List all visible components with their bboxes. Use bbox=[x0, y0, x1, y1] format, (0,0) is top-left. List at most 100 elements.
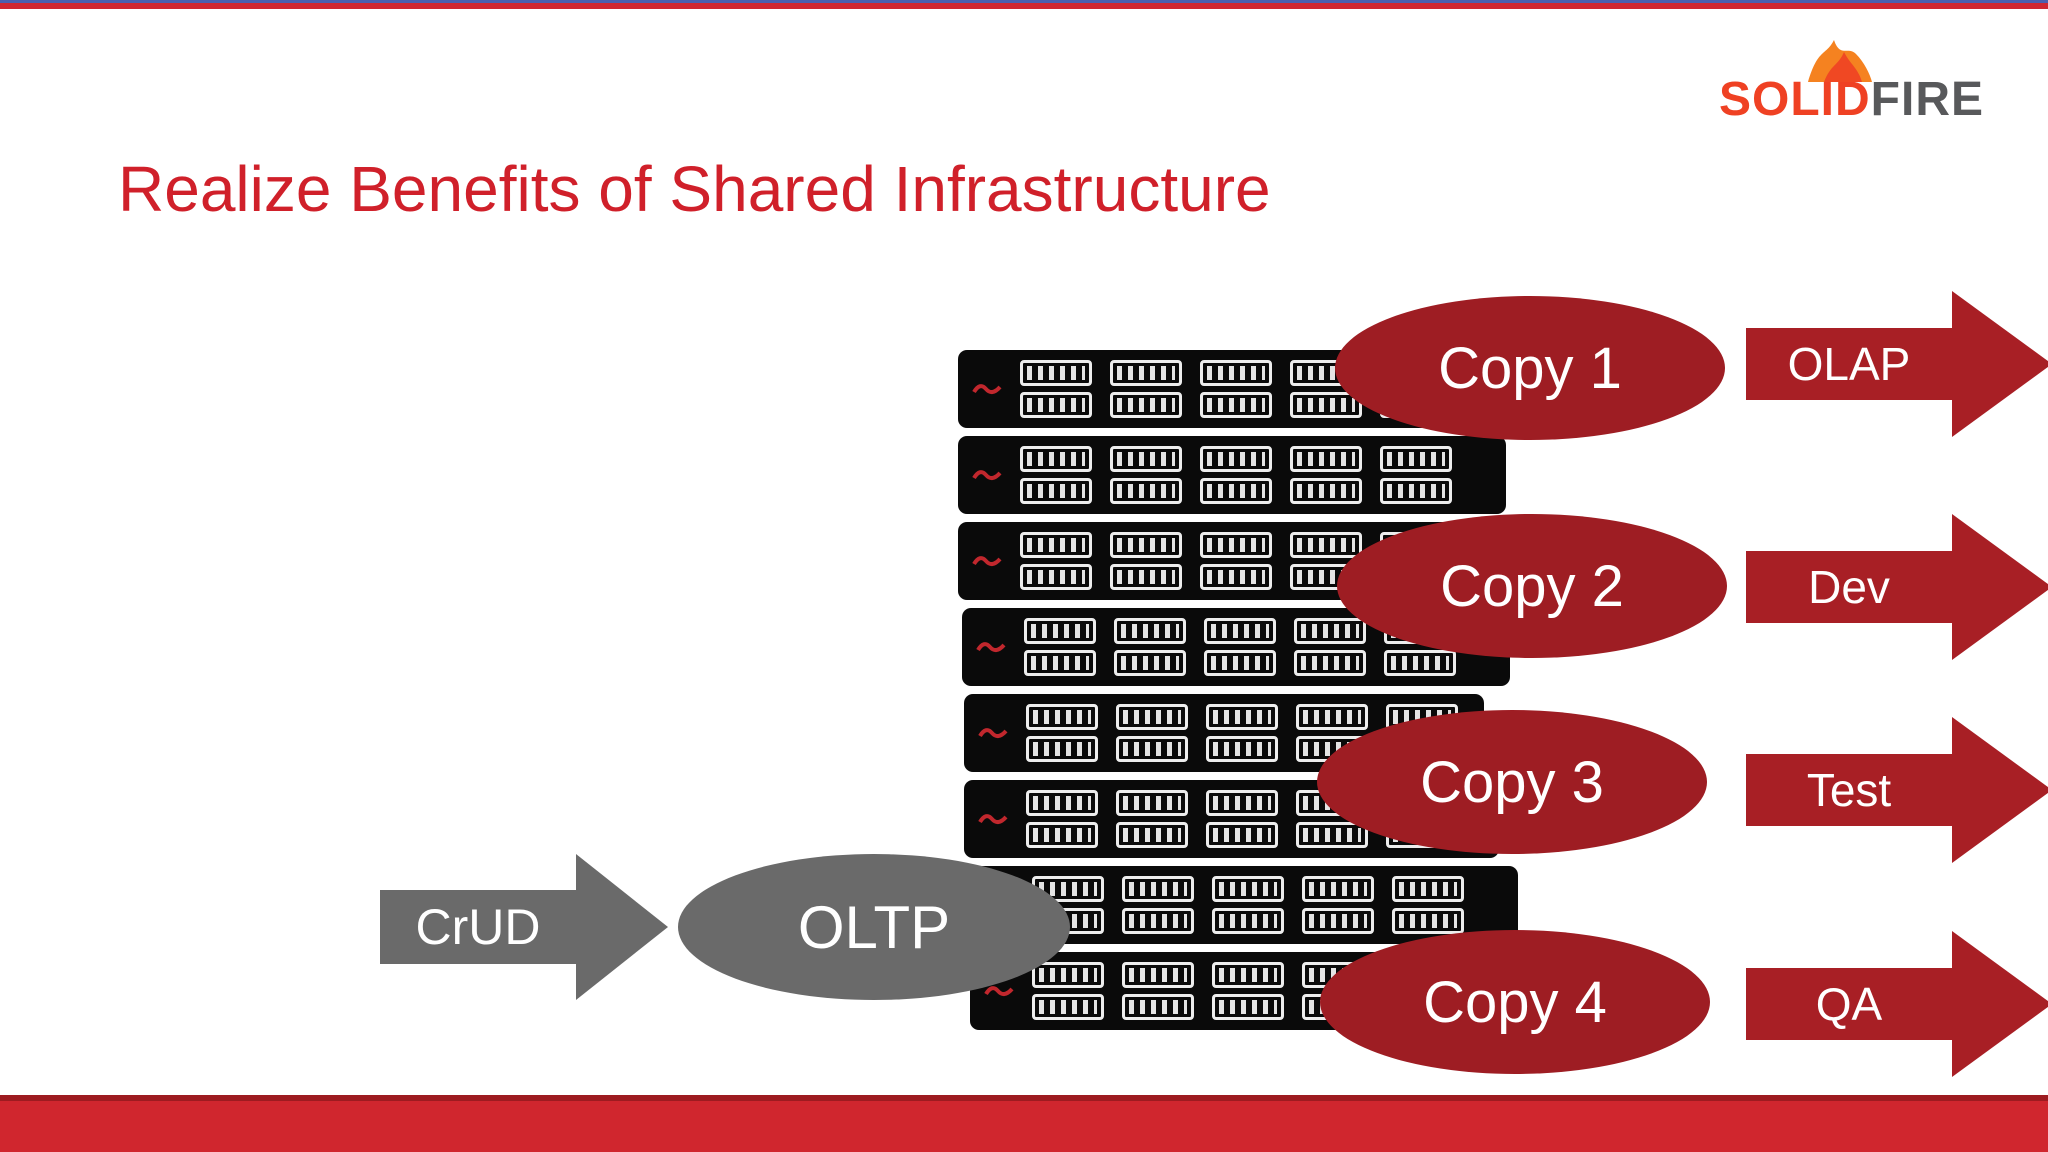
drive-slats bbox=[1033, 796, 1091, 810]
drive-slats bbox=[1039, 1000, 1097, 1014]
drive-slats bbox=[1033, 828, 1091, 842]
drive-slats bbox=[1213, 828, 1271, 842]
drive-bay-icon bbox=[1380, 478, 1452, 504]
drive-slats bbox=[1123, 742, 1181, 756]
drive-bay-icon bbox=[1384, 650, 1456, 676]
oltp-ellipse: OLTP bbox=[678, 854, 1070, 1000]
solidfire-wave-icon bbox=[976, 642, 1006, 652]
drive-bay-icon bbox=[1296, 704, 1368, 730]
drive-slats bbox=[1031, 624, 1089, 638]
drive-slats bbox=[1301, 656, 1359, 670]
drive-bay-icon bbox=[1032, 994, 1104, 1020]
test-arrow: Test bbox=[1746, 754, 1952, 826]
drive-bay-icon bbox=[1206, 790, 1278, 816]
drive-slats bbox=[1121, 624, 1179, 638]
drive-slats bbox=[1031, 656, 1089, 670]
copy-1-label: Copy 1 bbox=[1438, 335, 1622, 401]
drive-bay-icon bbox=[1392, 908, 1464, 934]
drive-slats bbox=[1027, 538, 1085, 552]
drive-bay-icon bbox=[1020, 564, 1092, 590]
olap-arrow-label: OLAP bbox=[1787, 338, 1911, 390]
drive-bay-icon bbox=[1020, 532, 1092, 558]
drive-slats bbox=[1303, 828, 1361, 842]
drive-slats bbox=[1129, 914, 1187, 928]
drive-slats bbox=[1027, 484, 1085, 498]
drive-bay-icon bbox=[1302, 908, 1374, 934]
copy-2-label: Copy 2 bbox=[1440, 553, 1624, 619]
drive-bay-icon bbox=[1200, 392, 1272, 418]
drive-slats bbox=[1207, 398, 1265, 412]
copy-3-label: Copy 3 bbox=[1420, 749, 1604, 815]
top-accent-strip bbox=[0, 0, 2048, 9]
drive-bay-icon bbox=[1212, 876, 1284, 902]
drive-slats bbox=[1297, 398, 1355, 412]
drive-slats bbox=[1297, 538, 1355, 552]
drive-slats bbox=[1207, 366, 1265, 380]
drive-slats bbox=[1297, 452, 1355, 466]
qa-arrow-head bbox=[1952, 931, 2048, 1077]
solidfire-wave-icon bbox=[984, 986, 1014, 996]
solidfire-wave-icon bbox=[972, 470, 1002, 480]
olap-arrow-head bbox=[1952, 291, 2048, 437]
crud-arrow: CrUD bbox=[380, 890, 576, 964]
drive-slats bbox=[1123, 828, 1181, 842]
logo-text-fire: FIRE bbox=[1870, 73, 1984, 126]
qa-arrow: QA bbox=[1746, 968, 1952, 1040]
drive-bay-icon bbox=[1114, 650, 1186, 676]
slide-title: Realize Benefits of Shared Infrastructur… bbox=[118, 153, 1271, 225]
drive-bay-icon bbox=[1024, 650, 1096, 676]
drive-bay-icon bbox=[1114, 618, 1186, 644]
crud-arrow-head bbox=[576, 854, 668, 1000]
dev-arrow: Dev bbox=[1746, 551, 1952, 623]
drive-slats bbox=[1399, 914, 1457, 928]
drive-slats bbox=[1123, 710, 1181, 724]
drive-bay-icon bbox=[1122, 876, 1194, 902]
drive-slats bbox=[1027, 366, 1085, 380]
drive-bay-icon bbox=[1122, 962, 1194, 988]
solidfire-wave-icon bbox=[972, 556, 1002, 566]
copy-4-label: Copy 4 bbox=[1423, 969, 1607, 1035]
drive-slats bbox=[1211, 624, 1269, 638]
test-arrow-head bbox=[1952, 717, 2048, 863]
drive-slats bbox=[1211, 656, 1269, 670]
drive-slats bbox=[1123, 796, 1181, 810]
drive-slats bbox=[1301, 624, 1359, 638]
drive-bay-row bbox=[1020, 446, 1452, 472]
drive-slats bbox=[1391, 656, 1449, 670]
solidfire-flame-icon bbox=[1808, 40, 1872, 82]
drive-bay-icon bbox=[1026, 790, 1098, 816]
drive-bay-icon bbox=[1200, 564, 1272, 590]
drive-bay-row bbox=[1020, 392, 1438, 418]
drive-slats bbox=[1117, 484, 1175, 498]
drive-bay-icon bbox=[1290, 478, 1362, 504]
drive-bay-icon bbox=[1204, 618, 1276, 644]
drive-slats bbox=[1039, 882, 1097, 896]
copy-2-ellipse: Copy 2 bbox=[1337, 514, 1727, 658]
drive-bay-icon bbox=[1116, 822, 1188, 848]
drive-slats bbox=[1309, 882, 1367, 896]
drive-slats bbox=[1387, 452, 1445, 466]
drive-bay-icon bbox=[1020, 446, 1092, 472]
drive-bay-icon bbox=[1116, 704, 1188, 730]
drive-slats bbox=[1027, 452, 1085, 466]
drive-bay-icon bbox=[1200, 478, 1272, 504]
drive-slats bbox=[1117, 366, 1175, 380]
drive-bay-icon bbox=[1380, 446, 1452, 472]
drive-bay-icon bbox=[1204, 650, 1276, 676]
drive-bay-icon bbox=[1206, 736, 1278, 762]
drive-bay-icon bbox=[1116, 790, 1188, 816]
solidfire-wave-icon bbox=[972, 384, 1002, 394]
copy-3-ellipse: Copy 3 bbox=[1317, 710, 1707, 854]
drive-slats bbox=[1213, 710, 1271, 724]
drive-slats bbox=[1027, 570, 1085, 584]
drive-slats bbox=[1399, 882, 1457, 896]
drive-bay-icon bbox=[1290, 446, 1362, 472]
drive-slats bbox=[1117, 538, 1175, 552]
drive-slats bbox=[1219, 968, 1277, 982]
drive-bay-icon bbox=[1290, 532, 1362, 558]
drive-slats bbox=[1129, 1000, 1187, 1014]
drive-bay-icon bbox=[1212, 908, 1284, 934]
drive-bay-icon bbox=[1032, 962, 1104, 988]
drive-bay-icon bbox=[1020, 478, 1092, 504]
server-unit bbox=[958, 436, 1506, 514]
